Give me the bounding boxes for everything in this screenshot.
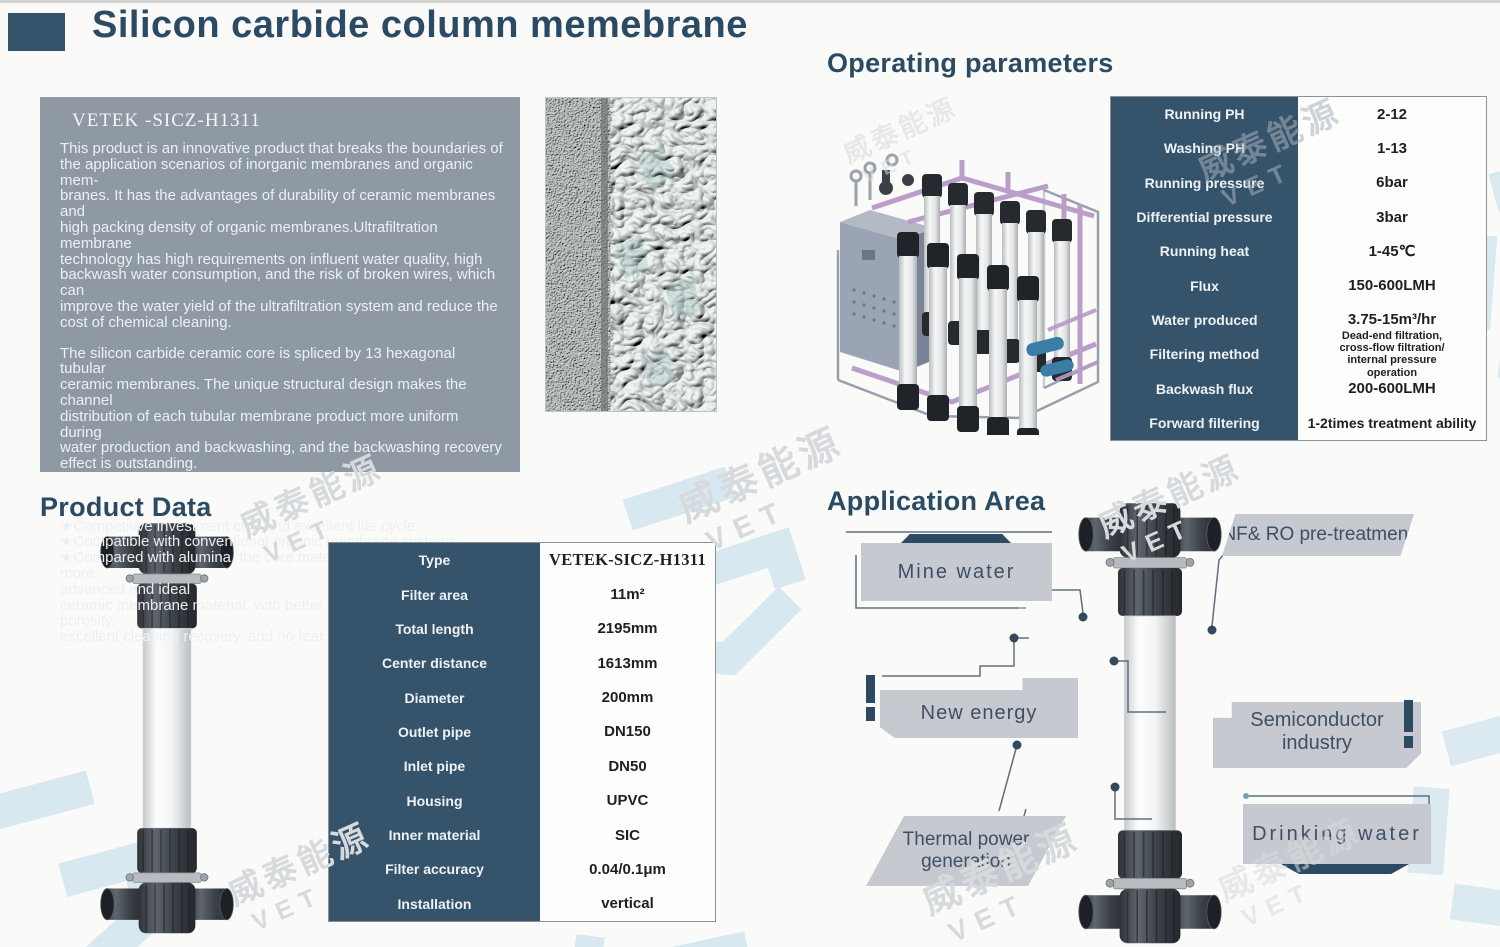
app-label-drinking-water: Drinking water	[1243, 804, 1431, 864]
table-row: Housing UPVC	[329, 783, 715, 818]
feature-bullet: ★Competitive investment cost and excelle…	[60, 517, 420, 535]
spec-value: 200mm	[601, 689, 654, 707]
accent-bar	[1404, 700, 1413, 732]
top-border-strip	[0, 0, 1500, 3]
intro-panel: VETEK -SICZ-H1311 This product is an inn…	[40, 97, 520, 645]
sem-micrograph-image	[545, 97, 717, 412]
spec-label: Outlet pipe	[329, 714, 540, 750]
feature-bullet: ★Compared with alumina, the core materia…	[60, 549, 478, 598]
spec-label: Inlet pipe	[329, 749, 540, 784]
spec-label: Inner material	[329, 817, 540, 853]
table-row: Filter accuracy 0.04/0.1μm	[329, 852, 715, 887]
parameter-value: Dead-end filtration, cross-flow filtrati…	[1339, 329, 1445, 379]
spec-label: Housing	[329, 783, 540, 818]
spec-label: Center distance	[329, 646, 540, 681]
parameter-value: 3.75-15m³/hr	[1347, 311, 1437, 329]
table-row: Installation vertical	[329, 886, 715, 921]
table-row: Flux 150-600LMH	[1111, 268, 1486, 303]
parameter-label: Running pressure	[1111, 165, 1298, 200]
app-label-mine-water: Mine water	[861, 543, 1052, 601]
spec-label: Installation	[329, 886, 540, 921]
parameter-label: Running PH	[1111, 97, 1298, 132]
table-row: Inner material SIC	[329, 817, 715, 853]
spec-value: vertical	[601, 895, 654, 913]
spec-value: DN150	[604, 723, 651, 741]
table-row: Filter area 11m²	[329, 577, 715, 612]
parameter-value: 150-600LMH	[1348, 277, 1436, 295]
spec-label: Filter accuracy	[329, 852, 540, 887]
parameter-label: Filtering method	[1111, 337, 1298, 372]
product-data-table: Type VETEK-SICZ-H1311 Filter area 11m² T…	[328, 542, 716, 922]
parameter-value: 6bar	[1376, 174, 1408, 192]
product-model: VETEK -SICZ-H1311	[72, 110, 261, 131]
spec-label: Filter area	[329, 577, 540, 612]
operating-parameters-table: Running PH 2-12 Washing PH 1-13 Running …	[1110, 96, 1487, 441]
parameter-label: Flux	[1111, 268, 1298, 303]
parameter-value: 1-45℃	[1368, 243, 1416, 261]
feature-bullet: ★Compatible with conventional organic me…	[60, 533, 462, 551]
title-accent-block	[8, 13, 65, 51]
accent-bar	[866, 675, 875, 703]
parameter-label: Running heat	[1111, 234, 1298, 269]
spec-value: 2195mm	[597, 620, 658, 638]
parameter-value: 3bar	[1376, 208, 1408, 226]
table-row: Differential pressure 3bar	[1111, 199, 1486, 235]
spec-value: 1613mm	[597, 654, 658, 672]
table-row: Forward filtering 1-2times treatment abi…	[1111, 405, 1486, 440]
app-label-semiconductor-industry: Semiconductor industry	[1213, 702, 1421, 768]
parameter-value: 2-12	[1376, 105, 1408, 123]
table-row: Type VETEK-SICZ-H1311	[329, 543, 715, 578]
parameter-label: Differential pressure	[1111, 199, 1298, 235]
table-row: Washing PH 1-13	[1111, 131, 1486, 166]
table-row: Running heat 1-45℃	[1111, 234, 1486, 269]
app-label-thermal-power-generation: Thermal power generation	[866, 816, 1066, 886]
table-row: Inlet pipe DN50	[329, 749, 715, 784]
spec-label: Type	[329, 543, 540, 578]
intro-paragraph-1: This product is an innovative product th…	[60, 140, 503, 331]
table-row: Water produced 3.75-15m³/hr	[1111, 302, 1486, 338]
accent-bar	[1404, 736, 1413, 748]
accent-bar	[866, 707, 875, 721]
table-row: Filtering method Dead-end filtration, cr…	[1111, 329, 1486, 379]
spec-value: 11m²	[610, 586, 645, 604]
parameter-label: Water produced	[1111, 302, 1298, 338]
parameter-label: Forward filtering	[1111, 405, 1298, 440]
spec-value: VETEK-SICZ-H1311	[549, 550, 706, 570]
operating-parameters-heading: Operating parameters	[827, 48, 1114, 78]
parameter-value: 1-2times treatment ability	[1307, 414, 1477, 431]
spec-value: UPVC	[606, 792, 649, 810]
intro-paragraph-2: The silicon carbide ceramic core is spli…	[60, 344, 502, 473]
filtration-skid-illustration	[836, 153, 1100, 435]
application-area-heading: Application Area	[827, 486, 1046, 516]
app-label-nf-ro-pretreatment: NF& RO pre-treatment	[1222, 514, 1414, 556]
table-row: Running PH 2-12	[1111, 97, 1486, 132]
page-title: Silicon carbide column memebrane	[92, 4, 748, 46]
app-label-new-energy: New energy	[880, 678, 1078, 738]
table-row: Outlet pipe DN150	[329, 714, 715, 750]
table-row: Center distance 1613mm	[329, 646, 715, 681]
parameter-value: 1-13	[1376, 139, 1408, 157]
table-row: Running pressure 6bar	[1111, 165, 1486, 200]
spec-label: Diameter	[329, 680, 540, 715]
table-row: Backwash flux 200-600LMH	[1111, 371, 1486, 406]
spec-value: 0.04/0.1μm	[589, 860, 666, 878]
spec-value: SIC	[614, 826, 640, 844]
parameter-label: Backwash flux	[1111, 371, 1298, 406]
parameter-value: 200-600LMH	[1348, 380, 1436, 398]
parameter-label: Washing PH	[1111, 131, 1298, 166]
table-row: Total length 2195mm	[329, 611, 715, 647]
spec-value: DN50	[608, 757, 647, 775]
product-data-heading: Product Data	[40, 492, 212, 522]
spec-label: Total length	[329, 611, 540, 647]
table-row: Diameter 200mm	[329, 680, 715, 715]
